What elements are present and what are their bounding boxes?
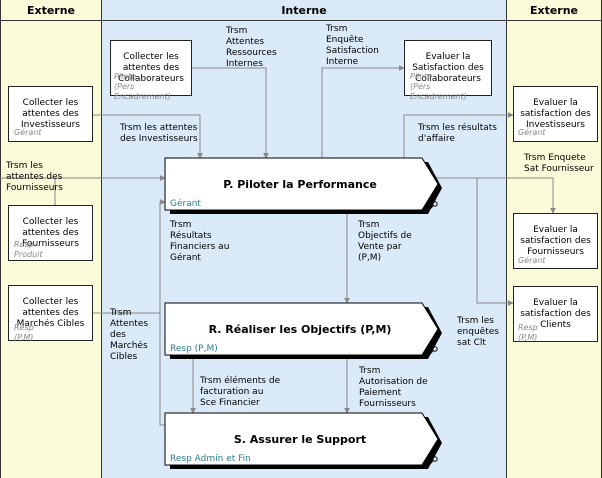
flow-label-attentes-investisseurs: Trsm les attentes des Investisseurs — [120, 123, 198, 144]
flow-label-enquetes-clt: Trsm les enquêtes sat Clt — [457, 316, 499, 348]
process-s-role: Resp Admin et Fin — [170, 454, 251, 464]
lane-header-external-left: Externe — [0, 0, 102, 21]
lane-divider — [101, 0, 102, 478]
process-s-title[interactable]: S. Assurer le Support — [233, 433, 367, 446]
flow-label-attentes-fournisseurs: Trsm les attentes des Fournisseurs — [6, 161, 63, 193]
lane-divider — [506, 0, 507, 478]
evaluate-collaborators-box[interactable]: Evaluer la Satisfaction des Collaborateu… — [404, 40, 492, 96]
arrow-enquetes-clt — [434, 177, 514, 306]
flow-label-objectifs-vente: Trsm Objectifs de Vente par (P,M) — [358, 220, 412, 263]
flow-label-autorisation-paiement: Trsm Autorisation de Paiement Fournisseu… — [359, 366, 428, 409]
arrow-attentes-investisseurs — [93, 114, 203, 159]
flow-label-resultats-financiers: Trsm Résultats Financiers au Gérant — [170, 220, 230, 263]
lane-header-internal: Interne — [102, 0, 506, 21]
process-p-role: Gérant — [170, 199, 201, 209]
key-icon — [428, 201, 438, 211]
collect-investors-owner: Gérant — [14, 128, 42, 137]
collect-suppliers-box[interactable]: Collecter les attentes des Fournisseurs — [8, 205, 93, 261]
evaluate-investors-box[interactable]: Evaluer la satisfaction des Investisseur… — [513, 86, 598, 142]
process-p-shape — [164, 157, 442, 214]
arrow-feedback-support — [159, 313, 165, 426]
process-p-title[interactable]: P. Piloter la Performance — [223, 178, 377, 191]
collect-suppliers-owner: Resp Produit — [14, 240, 43, 259]
process-r-shape — [164, 302, 442, 359]
arrow-attentes-marches — [93, 199, 166, 314]
process-r-title[interactable]: R. Réaliser les Objectifs (P,M) — [208, 323, 392, 336]
key-icon — [428, 456, 438, 466]
process-s-shape — [164, 412, 442, 469]
arrow-attentes-ressources — [192, 67, 269, 159]
evaluate-suppliers-box[interactable]: Evaluer la satisfaction des Fournisseurs — [513, 213, 598, 269]
collect-collaborators-owner: Pilote (Pers Encadrement) — [114, 72, 171, 101]
collect-collaborators-box[interactable]: Collecter les attentes des Collaborateur… — [110, 40, 192, 96]
flow-label-resultats-affaire: Trsm les résultats d'affaire — [418, 123, 497, 144]
evaluate-clients-owner: Resp (P,M) — [518, 323, 538, 342]
flow-label-enquete-fournisseur: Trsm Enquete Sat Fournisseur — [524, 153, 594, 174]
flow-label-elements-facturation: Trsm éléments de facturation au Sce Fina… — [200, 376, 281, 408]
flow-label-attentes-ressources: Trsm Attentes Ressources Internes — [226, 26, 277, 69]
collect-investors-box[interactable]: Collecter les attentes des Investisseurs — [8, 86, 93, 142]
evaluate-investors-owner: Gérant — [518, 128, 546, 137]
lane-header-external-right: Externe — [506, 0, 602, 21]
evaluate-clients-box[interactable]: Evaluer la satisfaction des Clients — [513, 286, 598, 342]
lane-divider — [0, 0, 1, 478]
flow-label-attentes-marches: Trsm Attentes des Marchés Cibles — [110, 308, 149, 362]
collect-target-markets-owner: Resp (P,M) — [14, 323, 34, 342]
arrow-enquete-satisfaction — [321, 65, 405, 158]
collect-target-markets-box[interactable]: Collecter les attentes des Marchés Cible… — [8, 285, 93, 341]
evaluate-collaborators-owner: Pilote (Pers Encadrement) — [410, 72, 467, 101]
process-r-role: Resp (P,M) — [170, 344, 218, 354]
key-icon — [428, 346, 438, 356]
evaluate-suppliers-owner: Gérant — [518, 256, 546, 265]
arrow-resultats-affaire — [403, 112, 514, 158]
flow-label-enquete-satisfaction: Trsm Enquête Satisfaction Interne — [326, 24, 379, 67]
